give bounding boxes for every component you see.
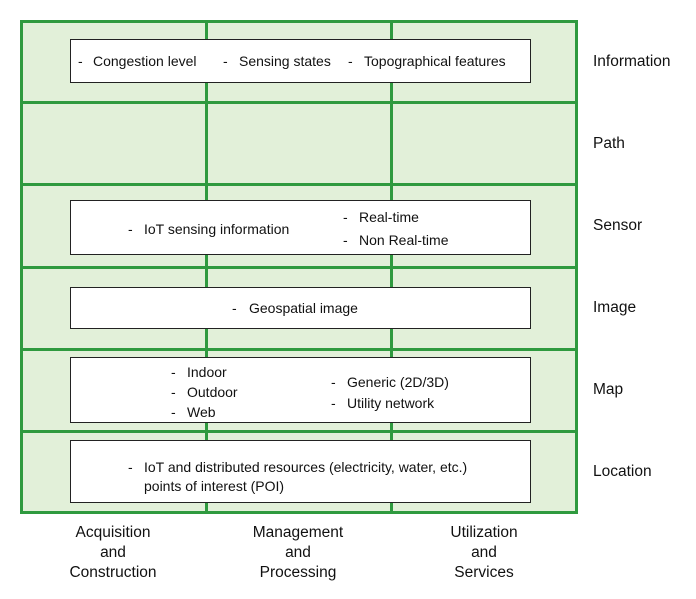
- sensor-box: - IoT sensing information - Real-time - …: [70, 200, 531, 255]
- row-divider: [20, 183, 578, 186]
- iot-sensing-information-text: IoT sensing information: [144, 221, 290, 237]
- bullet: -: [128, 459, 133, 475]
- bullet: -: [331, 374, 336, 390]
- geospatial-image-text: Geospatial image: [249, 300, 358, 316]
- sensing-states-text: Sensing states: [239, 53, 331, 69]
- row-label-sensor: Sensor: [593, 217, 643, 234]
- outdoor-text: Outdoor: [187, 384, 238, 400]
- column-divider: [390, 20, 393, 514]
- column-label-line: and: [471, 544, 497, 561]
- bullet: -: [128, 221, 133, 237]
- row-divider: [20, 348, 578, 351]
- bullet: -: [343, 209, 348, 225]
- information-box: - Congestion level - Sensing states - To…: [70, 39, 531, 83]
- indoor-text: Indoor: [187, 364, 227, 380]
- web-text: Web: [187, 404, 216, 420]
- bullet: -: [331, 395, 336, 411]
- row-label-information: Information: [593, 53, 671, 70]
- iot-distributed-resources-text: IoT and distributed resources (electrici…: [144, 459, 468, 475]
- real-time-text: Real-time: [359, 209, 419, 225]
- column-label-line: and: [285, 544, 311, 561]
- column-label-management: Management and Processing: [205, 523, 391, 583]
- bullet: -: [223, 53, 228, 69]
- column-label-acquisition: Acquisition and Construction: [20, 523, 206, 583]
- bullet: -: [348, 53, 353, 69]
- column-label-line: Construction: [69, 564, 157, 581]
- column-label-line: Management: [252, 524, 344, 541]
- column-divider: [205, 20, 208, 514]
- bullet: -: [232, 300, 237, 316]
- row-divider: [20, 101, 578, 104]
- row-label-map: Map: [593, 381, 624, 398]
- column-label-line: and: [100, 544, 126, 561]
- location-box: - IoT and distributed resources (electri…: [70, 440, 531, 503]
- points-of-interest-text: points of interest (POI): [144, 478, 285, 494]
- bullet: -: [171, 404, 176, 420]
- congestion-level-text: Congestion level: [93, 53, 197, 69]
- column-label-utilization: Utilization and Services: [391, 523, 577, 583]
- bullet: -: [343, 232, 348, 248]
- column-label-line: Processing: [259, 564, 337, 581]
- column-label-line: Services: [454, 564, 514, 581]
- bullet: -: [78, 53, 83, 69]
- topographical-features-text: Topographical features: [364, 53, 506, 69]
- utility-network-text: Utility network: [347, 395, 435, 411]
- row-label-image: Image: [593, 299, 637, 316]
- map-box: - Indoor - Outdoor - Web - Generic (2D/3…: [70, 357, 531, 423]
- image-box: - Geospatial image: [70, 287, 531, 329]
- row-divider: [20, 430, 578, 433]
- column-label-line: Utilization: [450, 524, 518, 541]
- bullet: -: [171, 364, 176, 380]
- generic-2d-3d-text: Generic (2D/3D): [347, 374, 449, 390]
- bullet: -: [171, 384, 176, 400]
- row-label-path: Path: [593, 135, 625, 152]
- non-real-time-text: Non Real-time: [359, 232, 449, 248]
- column-label-line: Acquisition: [75, 524, 151, 541]
- row-divider: [20, 266, 578, 269]
- row-label-location: Location: [593, 463, 652, 480]
